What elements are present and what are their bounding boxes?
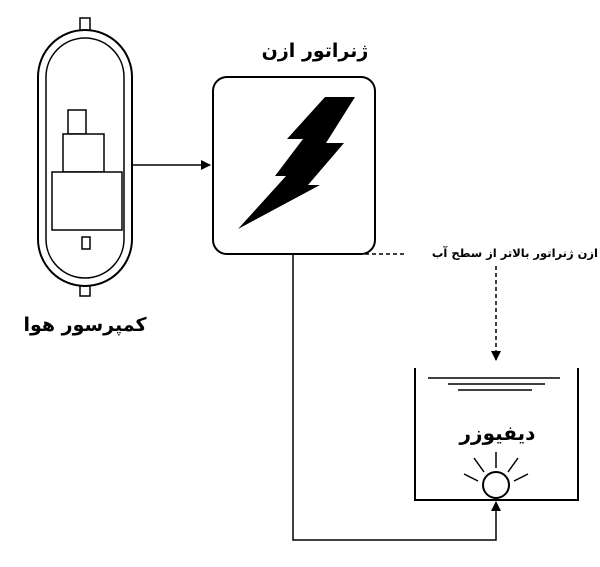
bubble-ray [463,473,479,482]
compressor-mid-block [62,133,105,173]
compressor-base-block [51,171,123,231]
placement-note-label: ازن ژنراتور بالاتر از سطح آب [431,246,598,260]
compressor-tank-inner [45,37,125,279]
air-compressor-label: کمپرسور هوا [23,314,147,336]
bubble-ray [507,457,519,473]
air-compressor [37,17,133,297]
diffuser-tank [414,368,579,501]
compressor-top-block [67,109,87,135]
compressor-valve [81,236,91,250]
bubble-ray [473,457,485,473]
ozone-generator [212,76,376,255]
lightning-bolt-icon [238,97,355,229]
diffuser-head [482,471,510,499]
diffuser-label: دیفیوزر [459,421,536,445]
sparkling-bulb-icon [463,452,529,499]
ozone-generator-label: ژنراتور ازن [261,40,369,62]
ozone-feed-line [292,254,501,541]
bubble-ray [513,473,529,482]
tank-walls [414,368,579,501]
